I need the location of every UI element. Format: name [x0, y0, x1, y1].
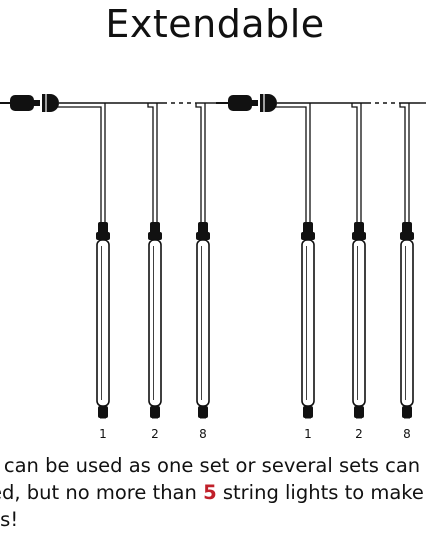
plug-connector-icon — [216, 94, 277, 112]
plug-connector-icon — [0, 94, 59, 112]
light-tube — [96, 222, 110, 419]
tube-number-label: 1 — [99, 427, 107, 441]
caption-line-3: ss! — [0, 508, 19, 531]
light-tube — [196, 222, 210, 419]
light-tube — [400, 222, 414, 419]
drop-wire — [195, 103, 202, 224]
light-tube — [301, 222, 315, 419]
caption-line-1: t can be used as one set or several sets… — [0, 454, 421, 477]
drop-wire — [399, 103, 406, 224]
tube-number-label: 8 — [403, 427, 411, 441]
tube-number-label: 2 — [355, 427, 363, 441]
max-sets-number: 5 — [203, 481, 217, 504]
caption: t can be used as one set or several sets… — [0, 452, 430, 533]
tube-number-label: 2 — [151, 427, 159, 441]
light-tube — [148, 222, 162, 419]
drop-wire — [351, 103, 358, 224]
page-title: Extendable — [105, 2, 325, 46]
tube-number-label: 1 — [304, 427, 312, 441]
caption-line-2: ed, but no more than 5 string lights to … — [0, 479, 430, 506]
drop-wire — [274, 103, 307, 224]
drop-wire — [147, 103, 154, 224]
caption-line-2-start: ed, but no more than — [0, 481, 204, 504]
tube-number-label: 8 — [199, 427, 207, 441]
drop-wire — [56, 103, 102, 224]
caption-line-2-end: string lights to make s — [216, 481, 430, 504]
light-tube — [352, 222, 366, 419]
